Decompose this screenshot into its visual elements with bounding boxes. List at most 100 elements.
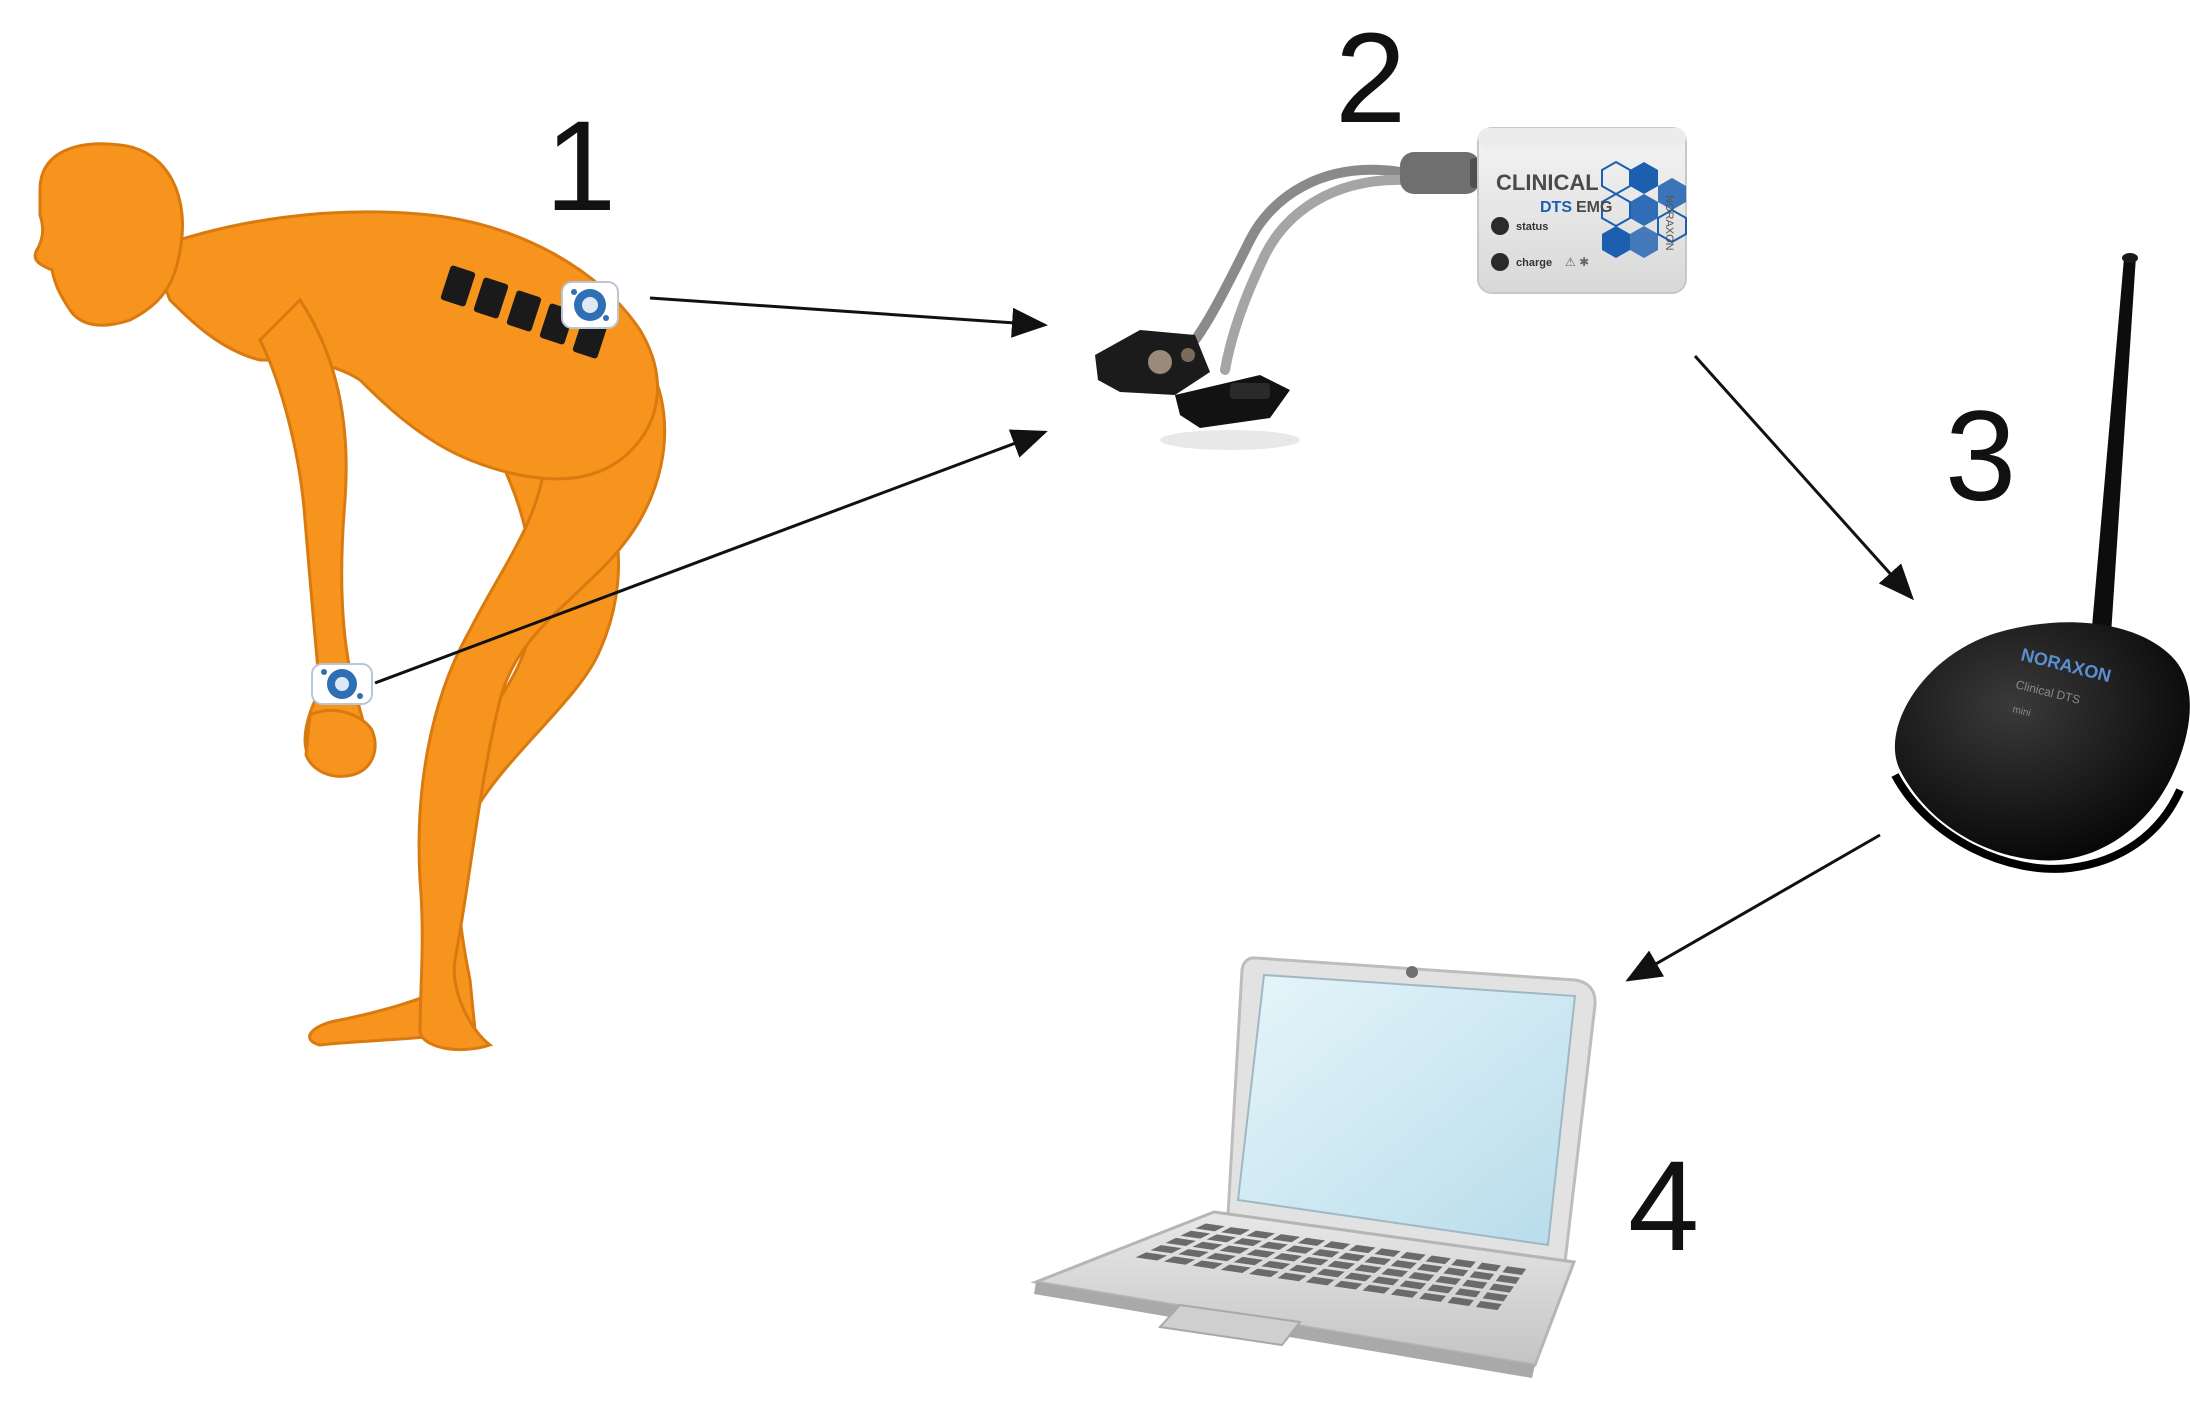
receiver-antenna bbox=[2090, 256, 2136, 650]
keyboard-key bbox=[1316, 1268, 1345, 1278]
keyboard-key bbox=[1354, 1264, 1382, 1274]
keyboard-key bbox=[1165, 1237, 1197, 1246]
keyboard-key bbox=[1311, 1249, 1340, 1258]
keyboard-key bbox=[1371, 1276, 1400, 1286]
keyboard-key bbox=[1273, 1253, 1303, 1262]
status-label: status bbox=[1516, 221, 1548, 233]
keyboard-key bbox=[1205, 1253, 1237, 1262]
laptop-keyboard-keys bbox=[1135, 1223, 1527, 1311]
keyboard-key bbox=[1344, 1272, 1372, 1282]
charge-label: charge bbox=[1516, 257, 1552, 269]
keyboard-key bbox=[1435, 1275, 1461, 1285]
keyboard-key bbox=[1381, 1268, 1408, 1278]
keyboard-key bbox=[1220, 1264, 1251, 1273]
laptop-trackpad bbox=[1157, 1303, 1302, 1347]
electrode-snap-clips bbox=[1095, 330, 1300, 450]
keyboard-key bbox=[1232, 1238, 1263, 1247]
keyboard-key bbox=[1454, 1288, 1481, 1298]
keyboard-key bbox=[1277, 1272, 1307, 1282]
keyboard-key bbox=[1150, 1245, 1182, 1254]
keyboard-key bbox=[1443, 1267, 1469, 1277]
emg-sensor-assembly: CLINICAL DTS EMG status charge ⚠ ✱ NORAX… bbox=[1095, 127, 1687, 450]
keyboard-key bbox=[1462, 1279, 1488, 1289]
keyboard-key bbox=[1334, 1280, 1363, 1290]
back-electrode-patch bbox=[561, 281, 619, 329]
keyboard-key bbox=[1233, 1256, 1264, 1266]
arrow-wrist-electrode-to-clips bbox=[374, 429, 1048, 685]
keyboard-key bbox=[1362, 1284, 1391, 1294]
sensor-brand-emg: EMG bbox=[1576, 199, 1612, 216]
keyboard-key bbox=[1246, 1249, 1276, 1258]
keyboard-key bbox=[1495, 1274, 1521, 1284]
sensor-brand-clinical: CLINICAL bbox=[1496, 170, 1599, 195]
arrow-sensor-to-receiver bbox=[1693, 354, 1915, 601]
keyboard-key bbox=[1489, 1283, 1514, 1293]
hand bbox=[304, 708, 377, 778]
keyboard-key bbox=[1476, 1262, 1501, 1272]
keyboard-key bbox=[1297, 1237, 1326, 1246]
keyboard-key bbox=[1447, 1296, 1474, 1307]
keyboard-key bbox=[1288, 1264, 1318, 1274]
keyboard-key bbox=[1482, 1292, 1508, 1302]
keyboard-key bbox=[1246, 1230, 1276, 1239]
status-led bbox=[1491, 217, 1509, 235]
arrow-back-electrode-to-clips bbox=[649, 296, 1048, 338]
sensor-maker-label: NORAXON bbox=[1663, 195, 1675, 251]
keyboard-key bbox=[1416, 1263, 1443, 1273]
keyboard-key bbox=[1323, 1241, 1351, 1250]
keyboard-key bbox=[1419, 1292, 1447, 1302]
keyboard-key bbox=[1390, 1260, 1417, 1269]
sensor-connector-plug bbox=[1400, 152, 1480, 194]
sensor-brand-dts: DTS bbox=[1540, 199, 1572, 216]
wrist-electrode-patch bbox=[311, 663, 373, 705]
sensor-cable-lower bbox=[1220, 174, 1410, 375]
keyboard-key bbox=[1374, 1248, 1401, 1257]
keyboard-key bbox=[1400, 1251, 1426, 1261]
clinical-dts-emg-sensor: CLINICAL DTS EMG status charge ⚠ ✱ NORAX… bbox=[1477, 127, 1687, 294]
step-number-2: 2 bbox=[1335, 7, 1406, 150]
sensor-cable-upper bbox=[1190, 164, 1405, 345]
receiver-base bbox=[1894, 622, 2190, 861]
keyboard-key bbox=[1206, 1234, 1237, 1243]
sensor-warning-symbols: ⚠ ✱ bbox=[1565, 255, 1589, 269]
keyboard-key bbox=[1451, 1259, 1476, 1268]
keyboard-key bbox=[1327, 1260, 1355, 1270]
keyboard-key bbox=[1135, 1252, 1168, 1261]
keyboard-key bbox=[1348, 1244, 1376, 1254]
keyboard-key bbox=[1178, 1249, 1209, 1258]
front-leg bbox=[417, 327, 667, 1052]
keyboard-key bbox=[1164, 1256, 1196, 1265]
keyboard-key bbox=[1259, 1241, 1288, 1250]
sensor-hex-pattern bbox=[1601, 160, 1687, 258]
keyboard-key bbox=[1220, 1227, 1250, 1235]
bending-person-figure bbox=[33, 142, 667, 1052]
keyboard-key bbox=[1219, 1245, 1250, 1254]
keyboard-key bbox=[1300, 1256, 1329, 1266]
keyboard-key bbox=[1192, 1241, 1223, 1250]
step-number-1: 1 bbox=[545, 95, 616, 238]
keyboard-key bbox=[1261, 1260, 1291, 1270]
keyboard-key bbox=[1408, 1272, 1435, 1281]
keyboard-key bbox=[1180, 1230, 1211, 1239]
keyboard-key bbox=[1305, 1276, 1335, 1286]
keyboard-key bbox=[1364, 1256, 1392, 1265]
laptop-webcam bbox=[1406, 966, 1418, 978]
keyboard-key bbox=[1425, 1255, 1451, 1265]
laptop-computer bbox=[1030, 956, 1597, 1378]
keyboard-key bbox=[1195, 1223, 1225, 1232]
step-number-4: 4 bbox=[1628, 1135, 1699, 1278]
flow-arrows bbox=[374, 296, 1915, 982]
keyboard-key bbox=[1469, 1271, 1495, 1281]
keyboard-key bbox=[1399, 1280, 1427, 1290]
keyboard-key bbox=[1249, 1268, 1279, 1278]
keyboard-key bbox=[1338, 1252, 1366, 1262]
keyboard-key bbox=[1502, 1266, 1527, 1276]
keyboard-key bbox=[1427, 1284, 1454, 1294]
keyboard-key bbox=[1475, 1300, 1502, 1311]
head bbox=[33, 142, 184, 327]
keyboard-key bbox=[1192, 1260, 1224, 1269]
step-number-3: 3 bbox=[1945, 385, 2016, 528]
receiver-sub-label: mini bbox=[2011, 704, 2031, 719]
wireless-receiver: NORAXON Clinical DTS mini bbox=[1891, 253, 2190, 873]
